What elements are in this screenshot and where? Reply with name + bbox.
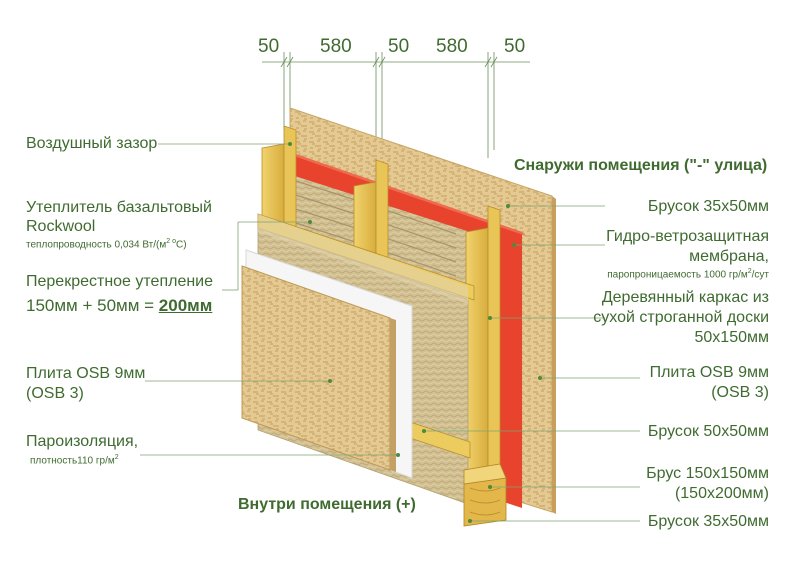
- label-outer-osb-line1: Плита OSB 9мм: [649, 364, 769, 381]
- label-frame-line3: 50х150мм: [694, 329, 770, 346]
- dimension-4: 580: [436, 36, 468, 57]
- leader-lines: [140, 143, 640, 522]
- label-batten-bottom: Брусок 35х50мм: [647, 513, 769, 530]
- label-frame-line1: Деревянный каркас из: [601, 289, 769, 306]
- label-insulation-note: теплопроводность 0,034 Вт/(м2 oС): [26, 238, 187, 251]
- leader-dots: [288, 142, 542, 523]
- label-inside: Внутри помещения (+): [238, 496, 416, 513]
- label-inner-osb-line1: Плита OSB 9мм: [26, 365, 146, 382]
- bottom-beam: [463, 463, 507, 527]
- dimension-5: 50: [504, 36, 526, 57]
- label-air-gap: Воздушный зазор: [26, 135, 158, 152]
- label-batten-top: Брусок 35х50мм: [647, 198, 769, 215]
- dimension-lines: [262, 52, 530, 160]
- label-outer-osb-line2: (OSB 3): [711, 384, 769, 401]
- label-outside: Снаружи помещения ("-" улица): [514, 157, 768, 174]
- label-insulation-line1: Утеплитель базальтовый: [26, 199, 212, 216]
- insulation-total: 200мм: [158, 296, 213, 315]
- label-membrane-note: паропроницаемость 1000 гр/м2/сут: [607, 268, 769, 281]
- label-membrane-line1: Гидро-ветрозащитная: [606, 228, 769, 245]
- label-vapor-barrier: Пароизоляция,: [26, 433, 139, 450]
- label-inner-osb-line2: (OSB 3): [26, 385, 84, 402]
- dimension-2: 580: [320, 36, 352, 57]
- label-frame-line2: сухой строганной доски: [593, 309, 769, 326]
- dimension-1: 50: [258, 36, 280, 57]
- dimension-3: 50: [388, 36, 410, 57]
- label-cross-insulation: Перекрестное утепление: [26, 273, 214, 290]
- label-beam-line1: Брус 150х150мм: [646, 465, 769, 482]
- label-insulation-line2: Rockwool: [26, 218, 96, 235]
- label-membrane-line2: мембрана,: [689, 248, 769, 265]
- label-insulation-formula: 150мм + 50мм = 200мм: [26, 296, 213, 315]
- label-beam-line2: (150х200мм): [674, 485, 769, 502]
- label-vapor-note: плотность110 гр/м2: [30, 454, 119, 467]
- label-batten-mid: Брусок 50х50мм: [647, 423, 769, 440]
